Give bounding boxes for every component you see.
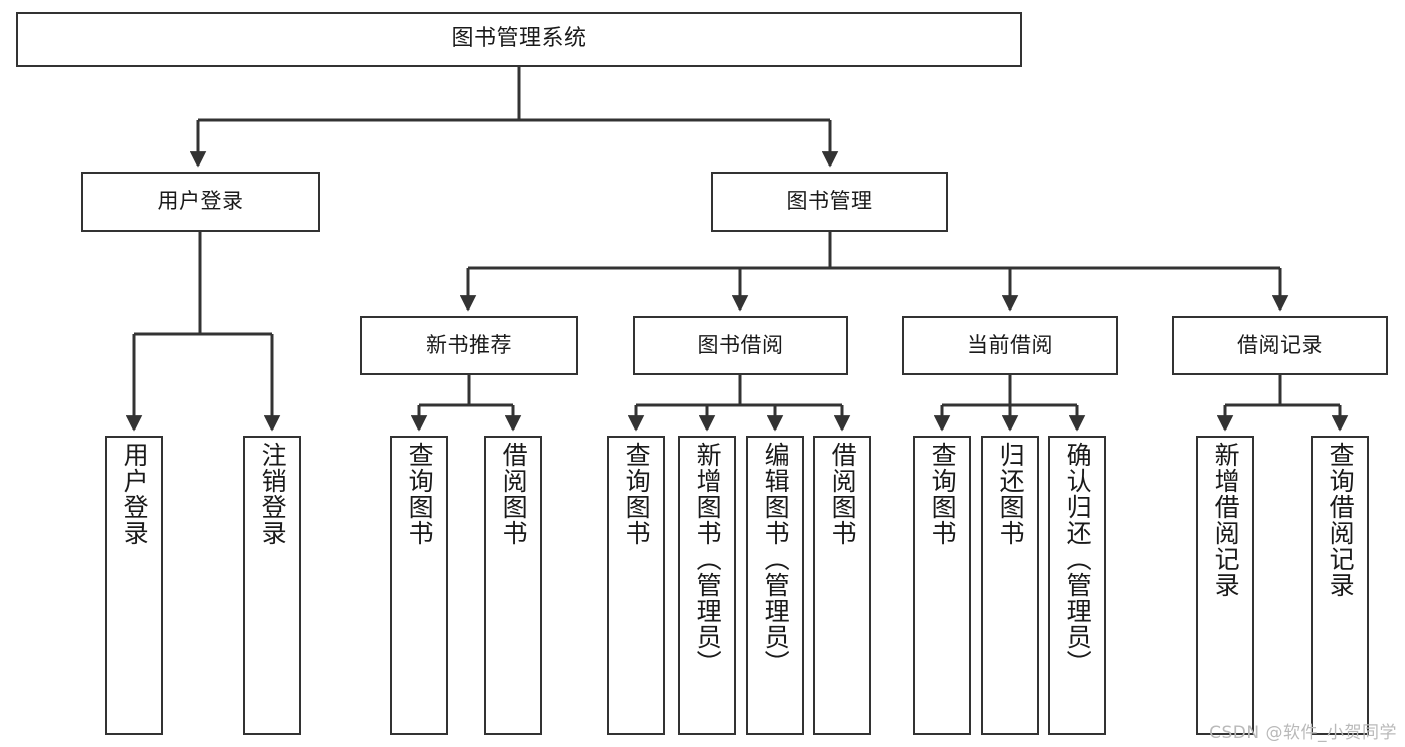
node-label: 图书管理: [786, 189, 873, 214]
node-leaf-add-borrow-record[interactable]: 新增借阅记录: [1196, 436, 1254, 735]
node-label: 查询借阅记录: [1326, 442, 1356, 598]
node-leaf-borrow-books-new[interactable]: 借阅图书: [484, 436, 542, 735]
node-label: 注销登录: [258, 442, 288, 546]
node-new-book-recommendation[interactable]: 新书推荐: [360, 316, 578, 375]
node-leaf-edit-book-admin[interactable]: 编辑图书（管理员）: [746, 436, 804, 735]
node-label: 用户登录: [120, 442, 150, 546]
node-book-management[interactable]: 图书管理: [711, 172, 948, 232]
node-leaf-confirm-return-admin[interactable]: 确认归还（管理员）: [1048, 436, 1106, 735]
node-current-borrowing[interactable]: 当前借阅: [902, 316, 1118, 375]
node-label: 查询图书: [405, 442, 435, 546]
node-label: 新增借阅记录: [1211, 442, 1241, 598]
node-label: 查询图书: [622, 442, 652, 546]
node-label: 归还图书: [996, 442, 1026, 546]
node-leaf-query-borrow-record[interactable]: 查询借阅记录: [1311, 436, 1369, 735]
node-label: 借阅图书: [828, 442, 858, 546]
node-leaf-query-books-new[interactable]: 查询图书: [390, 436, 448, 735]
node-label: 新书推荐: [426, 332, 512, 357]
node-leaf-add-book-admin[interactable]: 新增图书（管理员）: [678, 436, 736, 735]
node-leaf-user-login[interactable]: 用户登录: [105, 436, 163, 735]
node-label: 编辑图书（管理员）: [761, 442, 791, 676]
node-label: 图书管理系统: [451, 26, 587, 52]
node-leaf-logout[interactable]: 注销登录: [243, 436, 301, 735]
node-borrowing-records[interactable]: 借阅记录: [1172, 316, 1388, 375]
node-label: 图书借阅: [697, 332, 784, 357]
node-label: 当前借阅: [967, 332, 1053, 357]
node-label: 确认归还（管理员）: [1063, 442, 1093, 676]
node-user-login[interactable]: 用户登录: [81, 172, 320, 232]
node-label: 新增图书（管理员）: [693, 442, 723, 676]
node-leaf-query-books-current[interactable]: 查询图书: [913, 436, 971, 735]
node-label: 借阅记录: [1237, 332, 1323, 357]
node-label: 查询图书: [928, 442, 958, 546]
node-leaf-query-books-borrow[interactable]: 查询图书: [607, 436, 665, 735]
node-leaf-borrow-books[interactable]: 借阅图书: [813, 436, 871, 735]
node-book-borrowing[interactable]: 图书借阅: [633, 316, 848, 375]
node-leaf-return-books[interactable]: 归还图书: [981, 436, 1039, 735]
node-label: 借阅图书: [499, 442, 529, 546]
node-label: 用户登录: [157, 189, 244, 214]
node-root-book-management-system[interactable]: 图书管理系统: [16, 12, 1022, 67]
